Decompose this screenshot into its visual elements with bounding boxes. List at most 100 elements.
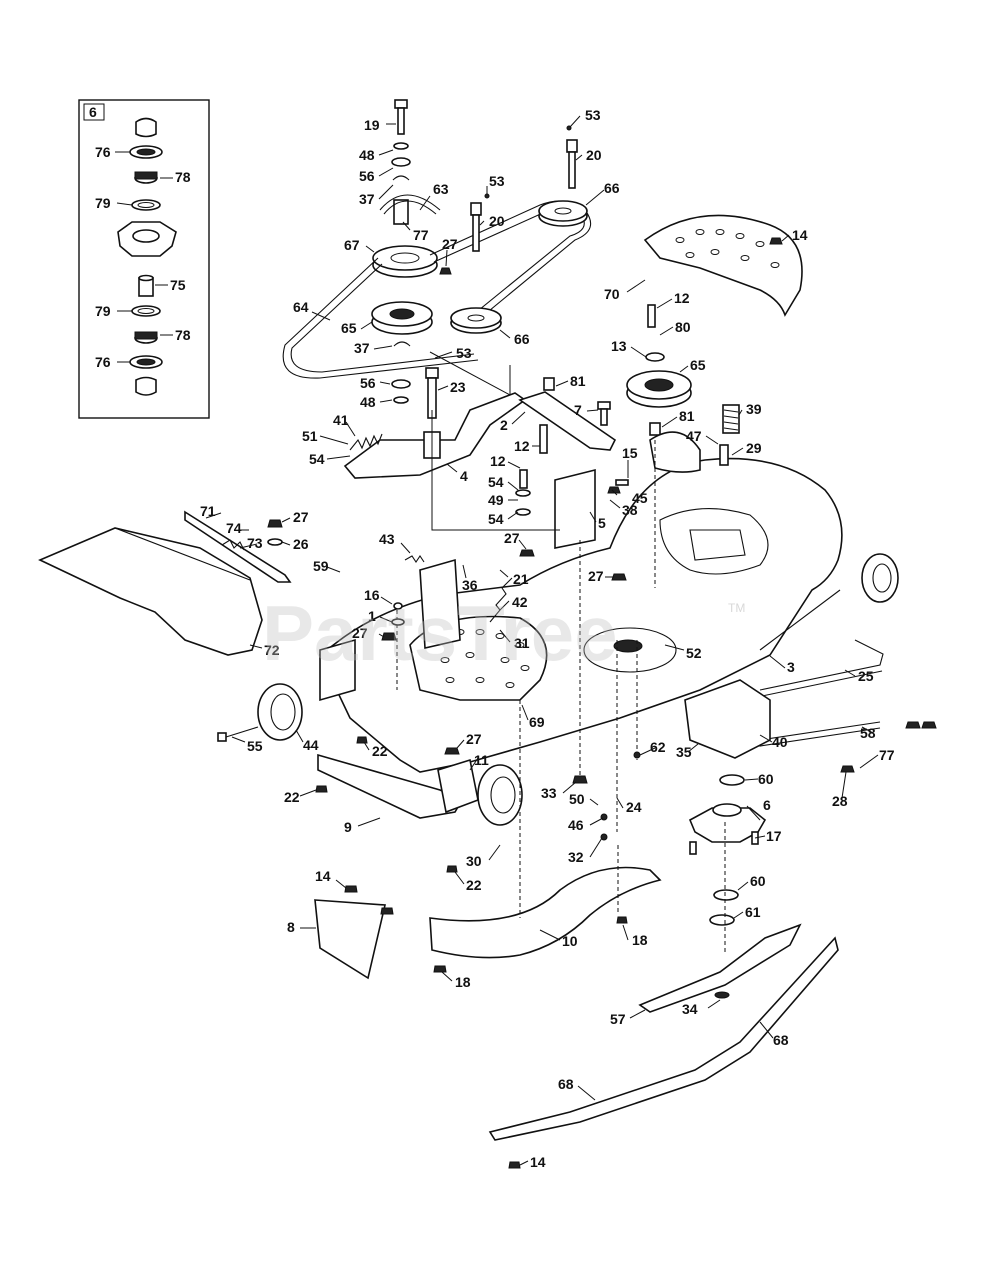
callout-2: 2 xyxy=(500,417,508,433)
top-shield-holes xyxy=(675,229,780,268)
callout-63: 63 xyxy=(433,181,449,197)
callout-50: 50 xyxy=(569,791,585,807)
callout-41: 41 xyxy=(333,412,349,428)
watermark: PartsTree TM xyxy=(262,589,745,677)
wheel-right xyxy=(861,553,899,603)
callout-48: 48 xyxy=(359,147,375,163)
callout-17: 17 xyxy=(766,828,782,844)
callout-28: 28 xyxy=(832,793,848,809)
callout-67: 67 xyxy=(344,237,360,253)
callout-48-lower: 48 xyxy=(360,394,376,410)
callout-59: 59 xyxy=(313,558,329,574)
callout-33: 33 xyxy=(541,785,557,801)
callout-14-bottom: 14 xyxy=(530,1154,546,1170)
callout-58: 58 xyxy=(860,725,876,741)
callout-68-left: 68 xyxy=(558,1076,574,1092)
inset-callout-76-top: 76 xyxy=(95,144,111,160)
callout-19: 19 xyxy=(364,117,380,133)
callout-13: 13 xyxy=(611,338,627,354)
inset-callout-78-bottom: 78 xyxy=(175,327,191,343)
callout-14-plate: 14 xyxy=(315,868,331,884)
callout-8: 8 xyxy=(287,919,295,935)
callout-11: 11 xyxy=(474,752,489,768)
callout-labels: 19 48 56 37 63 77 53 20 53 20 66 67 27 6… xyxy=(200,107,895,1170)
callout-69: 69 xyxy=(529,714,545,730)
callout-53-lower: 53 xyxy=(456,345,472,361)
callout-72: 72 xyxy=(264,642,280,658)
callout-27-bracket: 27 xyxy=(352,625,368,641)
callout-10: 10 xyxy=(562,933,578,949)
callout-12-mid: 12 xyxy=(514,438,530,454)
callout-36: 36 xyxy=(462,577,478,593)
callout-27-right: 27 xyxy=(588,568,604,584)
callout-32: 32 xyxy=(568,849,584,865)
callout-74: 74 xyxy=(226,520,242,536)
inset-callout-76-bottom: 76 xyxy=(95,354,111,370)
callout-54-b: 54 xyxy=(488,511,504,527)
callout-81-right: 81 xyxy=(679,408,695,424)
callout-62: 62 xyxy=(650,739,666,755)
callout-56-lower: 56 xyxy=(360,375,376,391)
callout-27-upper: 27 xyxy=(442,236,458,252)
callout-65-left: 65 xyxy=(341,320,357,336)
callout-56: 56 xyxy=(359,168,375,184)
callout-7: 7 xyxy=(574,402,582,418)
callout-6: 6 xyxy=(763,797,771,813)
wheel-top-right xyxy=(649,431,701,473)
inset-callout-75: 75 xyxy=(170,277,186,293)
callout-53-mid: 53 xyxy=(489,173,505,189)
inset-spindle-exploded-view: 6 76 78 xyxy=(78,99,210,419)
callout-39: 39 xyxy=(746,401,762,417)
inset-callout-79-top: 79 xyxy=(95,195,111,211)
callout-65-right: 65 xyxy=(690,357,706,373)
callout-40: 40 xyxy=(772,734,788,750)
callout-81-left: 81 xyxy=(570,373,586,389)
callout-25: 25 xyxy=(858,668,874,684)
callout-46: 46 xyxy=(568,817,584,833)
callout-47: 47 xyxy=(686,428,702,444)
callout-57: 57 xyxy=(610,1011,626,1027)
callout-9: 9 xyxy=(344,819,352,835)
callout-35: 35 xyxy=(676,744,692,760)
callout-49: 49 xyxy=(488,492,504,508)
callout-73: 73 xyxy=(247,535,263,551)
inset-callout-79-bottom: 79 xyxy=(95,303,111,319)
callout-20-top: 20 xyxy=(586,147,602,163)
callout-3: 3 xyxy=(787,659,795,675)
callout-64: 64 xyxy=(293,299,309,315)
callout-14-top: 14 xyxy=(792,227,808,243)
callout-44: 44 xyxy=(303,737,319,753)
callout-42: 42 xyxy=(512,594,528,610)
callout-38: 38 xyxy=(622,502,638,518)
callout-54-a: 54 xyxy=(488,474,504,490)
callout-29: 29 xyxy=(746,440,762,456)
callout-45: 45 xyxy=(632,490,648,506)
callout-22-upper: 22 xyxy=(372,743,388,759)
callout-77: 77 xyxy=(413,227,429,243)
callout-27-center: 27 xyxy=(504,530,520,546)
callout-27-lower: 27 xyxy=(466,731,482,747)
callout-20-mid: 20 xyxy=(489,213,505,229)
callout-12-right: 12 xyxy=(674,290,690,306)
wheel-30 xyxy=(477,764,523,826)
callout-60-upper: 60 xyxy=(758,771,774,787)
callout-61: 61 xyxy=(745,904,761,920)
callout-5: 5 xyxy=(598,515,606,531)
callout-77-right: 77 xyxy=(879,747,895,763)
callout-70: 70 xyxy=(604,286,620,302)
callout-66-top: 66 xyxy=(604,180,620,196)
callout-16: 16 xyxy=(364,587,380,603)
watermark-tm: TM xyxy=(728,601,745,615)
callout-34: 34 xyxy=(682,1001,698,1017)
wheel-44 xyxy=(257,683,303,741)
callout-60-lower: 60 xyxy=(750,873,766,889)
callout-22-lower: 22 xyxy=(466,877,482,893)
inset-callout-78-top: 78 xyxy=(175,169,191,185)
callout-53-top: 53 xyxy=(585,107,601,123)
callout-31: 31 xyxy=(514,635,530,651)
leader-lines xyxy=(205,115,879,1166)
callout-71: 71 xyxy=(200,503,216,519)
callout-54-left: 54 xyxy=(309,451,325,467)
callout-55: 55 xyxy=(247,738,263,754)
callout-4: 4 xyxy=(460,468,468,484)
